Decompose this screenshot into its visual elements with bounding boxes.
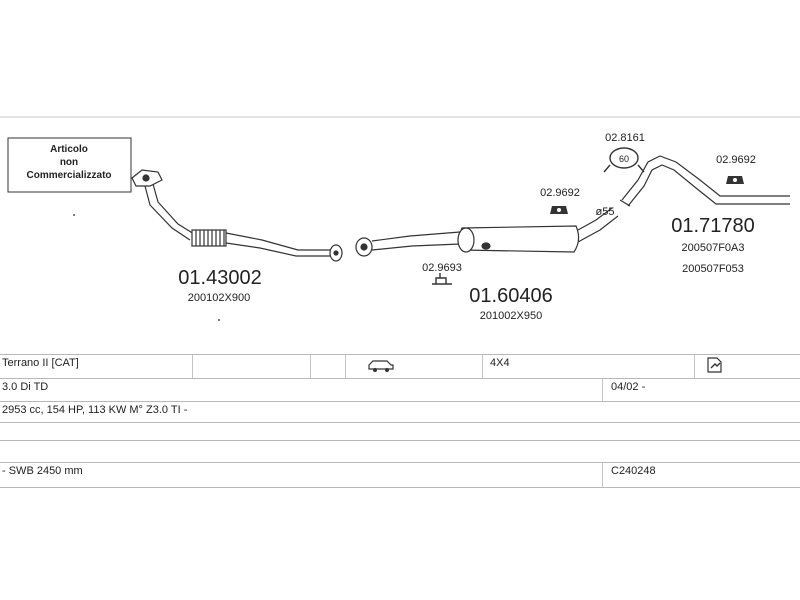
hanger-02-9693: 02.9693 — [422, 262, 462, 285]
stamp-line-1: Articolo — [50, 144, 88, 155]
vehicle-wheelbase: - SWB 2450 mm — [2, 465, 83, 477]
table-row-specs: 2953 cc, 154 HP, 113 KW M° Z3.0 TI - — [0, 402, 800, 422]
table-row-model: Terrano II [CAT] 4X4 — [0, 355, 800, 378]
document-icon — [706, 356, 724, 377]
vehicle-ref: C240248 — [611, 465, 656, 477]
column-divider — [192, 355, 193, 378]
part-code2-rear-pipe: 200507F053 — [682, 263, 744, 275]
stamp-line-2: non — [60, 157, 78, 168]
column-divider — [345, 355, 346, 378]
dot-mark — [73, 214, 75, 216]
vehicle-drive: 4X4 — [490, 357, 510, 369]
column-divider — [482, 355, 483, 378]
vehicle-engine: 3.0 Di TD — [2, 381, 49, 393]
car-icon — [367, 359, 395, 376]
table-rule — [0, 462, 800, 463]
part-code-rear-pipe: 200507F0A3 — [682, 242, 745, 254]
part-number-rear-pipe: 01.71780 — [671, 215, 754, 237]
not-sold-stamp: Articolo non Commercializzato — [7, 137, 132, 193]
part-code-center-muffler: 201002X950 — [480, 310, 542, 322]
front-pipe-part — [131, 169, 343, 262]
diameter-label: ø55 — [596, 206, 615, 218]
hanger-02-9692-right: 02.9692 — [716, 154, 756, 184]
table-row-wheelbase: - SWB 2450 mm C240248 — [0, 463, 800, 487]
table-rule — [0, 401, 800, 402]
hanger-label-02-8161: 02.8161 — [605, 132, 645, 144]
dot-mark — [218, 319, 220, 321]
column-divider — [310, 355, 311, 378]
table-rule — [0, 440, 800, 441]
vehicle-model: Terrano II [CAT] — [2, 357, 79, 369]
column-divider — [694, 355, 695, 378]
part-number-center-muffler: 01.60406 — [469, 285, 552, 307]
table-row-engine: 3.0 Di TD 04/02 - — [0, 379, 800, 401]
hanger-02-9692-center: 02.9692 — [540, 187, 580, 214]
table-rule — [0, 378, 800, 379]
column-divider — [602, 379, 603, 401]
hanger-label-02-9692-center: 02.9692 — [540, 187, 580, 199]
table-rule — [0, 487, 800, 488]
part-code-front-pipe: 200102X900 — [188, 292, 250, 304]
rear-pipe-part — [619, 155, 790, 207]
hanger-label-02-9693: 02.9693 — [422, 262, 462, 274]
hanger-label-02-9692-right: 02.9692 — [716, 154, 756, 166]
hanger-badge-02-8161: 60 — [619, 154, 629, 164]
column-divider — [602, 463, 603, 487]
table-rule — [0, 422, 800, 423]
vehicle-specs: 2953 cc, 154 HP, 113 KW M° Z3.0 TI - — [2, 404, 188, 416]
part-number-front-pipe: 01.43002 — [178, 267, 261, 289]
hanger-02-8161: 02.8161 60 — [603, 132, 645, 173]
stamp-line-3: Commercializzato — [26, 170, 111, 181]
center-muffler-part — [355, 207, 619, 257]
table-rule — [0, 354, 800, 355]
vehicle-date: 04/02 - — [611, 381, 646, 393]
